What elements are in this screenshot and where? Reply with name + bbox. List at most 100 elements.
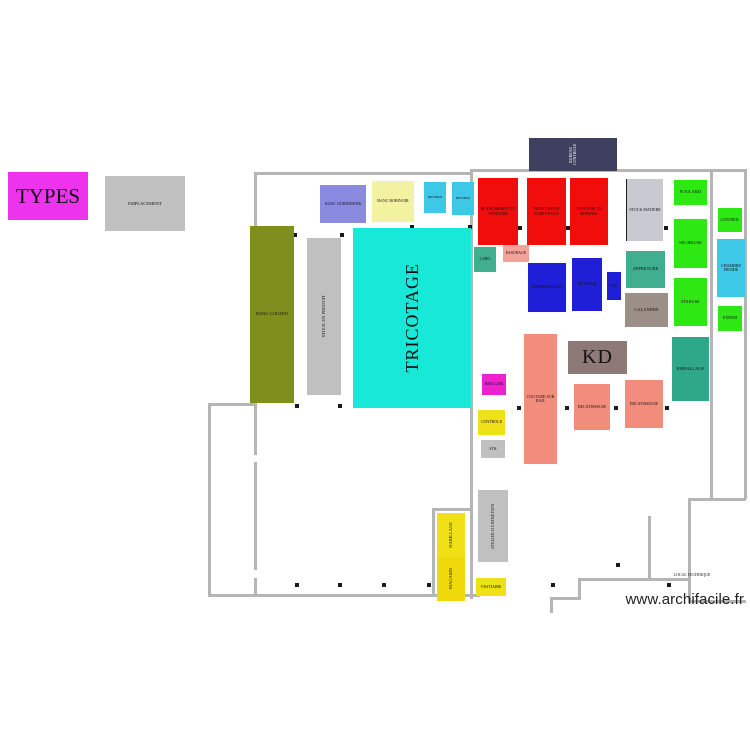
wall-interior-vertical-divider — [470, 169, 473, 599]
room-secheuse[interactable]: SECHEUSE — [674, 219, 707, 268]
room-label-fixeuse: FIXEUSE — [681, 298, 700, 304]
room-label-magasin: MAGASIN — [447, 568, 453, 590]
node-marker — [518, 226, 522, 230]
room-atelier-entretien-box[interactable]: ATELIER D ENTRETIEN — [478, 492, 508, 562]
room-fixeuse[interactable]: FIXEUSE — [674, 278, 707, 326]
node-marker — [468, 225, 472, 229]
node-marker — [338, 583, 342, 587]
room-controle-final[interactable]: CONTROLE — [478, 410, 505, 435]
room-habillage[interactable]: HABILLAGE — [437, 513, 465, 557]
room-label-essorage: ESSORAGE — [505, 250, 527, 256]
room-stockage-petit[interactable]: STK — [481, 440, 505, 458]
room-label-controle-final: CONTROLE — [480, 419, 503, 425]
node-marker — [382, 583, 386, 587]
room-magasin[interactable]: MAGASIN — [437, 557, 465, 601]
room-couture-sur-rail[interactable]: COUTURE SUR RAIL — [524, 334, 557, 464]
room-label-banc-ourdissoir: BANC OURDISSOIR — [324, 200, 362, 206]
room-label-couture-sur-rail: COUTURE SUR RAIL — [526, 393, 556, 403]
legend-types-label: TYPES — [15, 183, 81, 208]
room-label-emballage: EMBALLAGE — [676, 365, 705, 371]
node-marker — [427, 583, 431, 587]
room-label-secheuse: SECHEUSE — [679, 240, 702, 246]
room-retordage-2[interactable]: RETORD — [452, 182, 474, 215]
room-local-technique[interactable]: LOCAL TECHNIQUE — [672, 568, 712, 582]
room-label-expedition: EXPEDI — [722, 315, 738, 321]
wall-bottom-right-section-a — [578, 578, 690, 581]
room-brulure[interactable]: BRULURE — [482, 374, 506, 395]
node-marker — [295, 583, 299, 587]
room-retordage-1[interactable]: RETORD — [424, 182, 446, 213]
room-lavage[interactable]: LAV — [607, 272, 621, 300]
node-marker — [665, 406, 669, 410]
room-calandre[interactable]: CALANDRE — [625, 293, 668, 327]
room-tricotage[interactable]: TRICOTAGE — [353, 228, 471, 408]
wall-left-annex-top — [208, 403, 257, 406]
room-chambre-froide[interactable]: CHAMBRE FROIDE — [717, 239, 745, 297]
room-foulard[interactable]: FOULARD — [674, 180, 707, 205]
wall-right-lower-bottom — [688, 600, 746, 603]
room-banc-couzen[interactable]: BANC COUZEN — [250, 226, 294, 403]
room-laboratoire[interactable]: LABO — [474, 247, 496, 272]
room-bureau-controle[interactable]: BUREAU CONTROLE — [529, 138, 617, 171]
node-marker — [295, 404, 299, 408]
room-label-stockage-petit: STK — [489, 445, 497, 451]
legend-types-box: TYPES — [8, 172, 88, 220]
room-label-teinture-echeveaux: TEINTURE EN ECHEVEAUX — [533, 206, 560, 216]
room-label-vestiaire: VESTIAIRE — [480, 583, 502, 589]
room-appreture[interactable]: APPRETURE — [626, 251, 665, 288]
room-banc-ourdissoir[interactable]: BANC OURDISSOIR — [320, 185, 366, 223]
room-stock-matiere[interactable]: STOCK MATIERE — [627, 179, 663, 241]
node-marker — [566, 226, 570, 230]
room-expedition[interactable]: EXPEDI — [718, 306, 742, 331]
wall-left-annex-inner-b — [254, 462, 257, 570]
room-label-banc-couzen: BANC COUZEN — [256, 311, 288, 317]
room-label-tricotage: TRICOTAGE — [401, 263, 422, 373]
room-label-impregnation: IMPREGNATION — [532, 284, 562, 290]
wall-bottom-right-step-bottom — [550, 597, 581, 600]
room-teinture-echeveaux[interactable]: TEINTURE EN ECHEVEAUX — [527, 178, 566, 245]
room-label-decatisseuse-1: DECATISSEUSE — [577, 403, 607, 409]
room-vestiaire[interactable]: VESTIAIRE — [476, 578, 506, 596]
room-controle-qualite[interactable]: CONTROL — [718, 208, 742, 232]
node-marker — [293, 233, 297, 237]
wall-right-mid-ledge — [688, 498, 746, 501]
room-label-atelier-entretien-box: ATELIER D ENTRETIEN — [489, 504, 495, 550]
room-label-brulure: BRULURE — [484, 381, 504, 387]
room-emballage[interactable]: EMBALLAGE — [672, 337, 709, 401]
node-marker — [340, 233, 344, 237]
room-stock-en-produit[interactable]: STOCK EN PRODUIT — [307, 238, 341, 395]
node-marker — [551, 583, 555, 587]
room-label-laboratoire: LABO — [479, 256, 491, 262]
room-label-habillage: HABILLAGE — [447, 522, 453, 548]
room-kd[interactable]: KD — [568, 341, 627, 374]
room-decatisseuse-2[interactable]: DECATISSEUSE — [625, 380, 663, 428]
wall-bottom-right-corner — [550, 597, 553, 613]
wall-lower-habillage-frame-left — [432, 508, 435, 596]
room-label-stock-matiere: STOCK MATIERE — [629, 206, 661, 212]
wall-right-outer — [744, 169, 747, 499]
room-banc-bobinoir[interactable]: BANC BOBINOIR — [372, 181, 414, 222]
wall-interior-right-divider — [710, 172, 713, 499]
room-teinture-bobines[interactable]: TEINTURE EN BOBINES — [570, 178, 608, 245]
node-marker — [667, 583, 671, 587]
room-label-controle-qualite: CONTROL — [720, 216, 740, 222]
room-decatisseuse-1[interactable]: DECATISSEUSE — [574, 384, 610, 430]
wall-right-lower-notch — [648, 516, 651, 578]
room-label-teinture-bobines: TEINTURE EN BOBINES — [576, 206, 602, 216]
room-essorage[interactable]: ESSORAGE — [503, 245, 529, 262]
legend-emplacement-label: EMPLACEMENT — [128, 201, 162, 206]
room-label-bureau-controle: BUREAU CONTROLE — [567, 143, 577, 166]
room-blanchiment-teinture[interactable]: BLANCHIMENT ET TEINTURE — [478, 178, 518, 245]
room-label-appreture: APPRETURE — [632, 266, 659, 272]
legend-emplacement-box: EMPLACEMENT — [105, 176, 185, 231]
node-marker — [517, 406, 521, 410]
room-label-chambre-froide: CHAMBRE FROIDE — [721, 262, 741, 272]
room-label-lavage: LAV — [610, 282, 618, 288]
room-label-local-technique: LOCAL TECHNIQUE — [673, 571, 711, 577]
room-label-stock-en-produit: STOCK EN PRODUIT — [320, 295, 326, 338]
node-marker — [338, 404, 342, 408]
wall-bottom-left — [208, 594, 480, 597]
room-sechage[interactable]: SECHAGE — [572, 258, 602, 311]
room-impregnation[interactable]: IMPREGNATION — [528, 263, 566, 312]
